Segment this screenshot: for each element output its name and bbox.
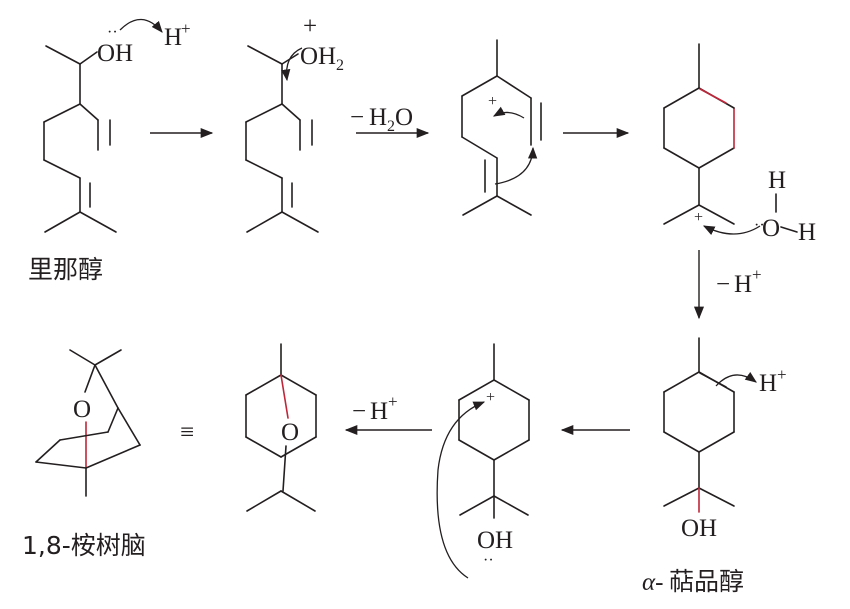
oxonium-charge: + xyxy=(303,13,317,40)
protonated-linalool-structure: OH 2 + xyxy=(245,13,344,233)
water-h-right: H xyxy=(798,219,816,246)
intermediate-hydroxyl: OH xyxy=(477,527,513,554)
linalool-name: 里那醇 xyxy=(28,255,103,284)
terpineol-proton: H xyxy=(759,370,777,397)
cation-charge: + xyxy=(488,93,497,110)
minus-proton-charge: + xyxy=(752,265,762,284)
water-label: H xyxy=(369,104,387,131)
hydroxyl-label: OH xyxy=(97,40,133,67)
terpinyl-cation-structure: + H O ·· H xyxy=(663,43,816,246)
cineole-name: 1,8-桉树脑 xyxy=(22,531,146,560)
hydroxyl-lone-pair: ·· xyxy=(483,552,494,569)
terpineol-hydroxyl: OH xyxy=(681,515,717,542)
terpineol-proton-charge: + xyxy=(777,365,787,384)
carbocation-structure: + xyxy=(461,39,542,216)
cineole-structure: O xyxy=(245,343,317,512)
cineole-bridge-oxygen: O xyxy=(73,396,91,423)
final-minus-proton-charge: + xyxy=(388,392,398,411)
tertiary-cation-charge: + xyxy=(694,209,703,226)
proton-charge: + xyxy=(181,19,191,38)
oxonium-label: OH xyxy=(300,43,336,70)
minus-proton-label: H xyxy=(734,271,752,298)
alpha-terpineol-structure: OH H + xyxy=(663,337,787,542)
water-subscript: 2 xyxy=(387,118,395,135)
ring-cation-charge: + xyxy=(486,389,495,406)
minus-proton-sign: − xyxy=(716,271,730,298)
cineole-ring-oxygen: O xyxy=(281,419,299,446)
linalool-structure: OH ·· H + xyxy=(43,18,191,233)
water-oxygen-nucleophile: O xyxy=(762,215,780,242)
cineole-bicyclic-structure: O xyxy=(35,349,141,497)
water-h-top: H xyxy=(768,167,786,194)
final-minus-sign: − xyxy=(352,398,366,425)
minus-water-sign: − xyxy=(350,104,364,131)
terpineol-name-prefix: α- xyxy=(642,569,663,596)
oxonium-subscript: 2 xyxy=(336,57,344,74)
terpineol-name: 萜品醇 xyxy=(669,567,744,596)
final-minus-proton: H xyxy=(370,398,388,425)
hydroxy-cation-structure: + OH ·· xyxy=(436,343,530,579)
equivalence-sign: ≡ xyxy=(180,419,194,446)
proton-label: H xyxy=(164,24,182,51)
nucleophile-lone-pair: ·· xyxy=(754,217,765,234)
lone-pair-dots: ·· xyxy=(107,24,118,41)
water-oxygen: O xyxy=(395,104,413,131)
